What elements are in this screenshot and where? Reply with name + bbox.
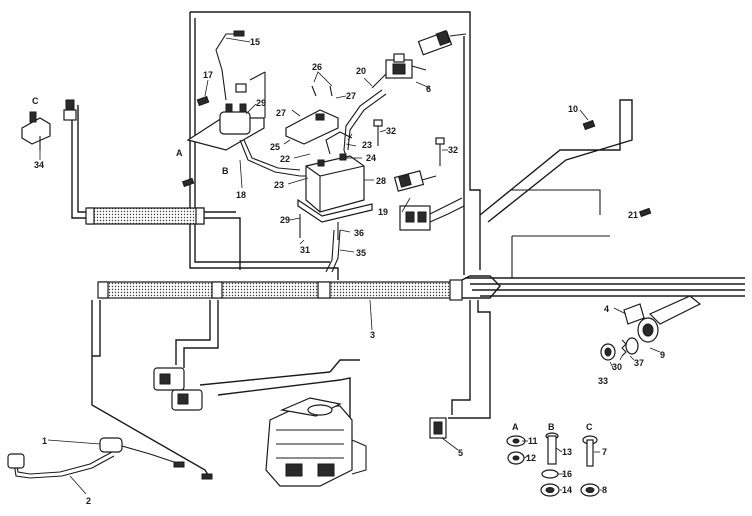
spring-30	[621, 339, 627, 357]
letter-b-solenoid: B	[222, 166, 229, 176]
letter-c-bracket: C	[32, 96, 39, 106]
switch-9	[637, 295, 702, 343]
loom-clamp	[449, 279, 463, 301]
hardware-a-washer	[506, 435, 526, 447]
harness-wires	[71, 11, 745, 479]
loom-clamp	[211, 281, 223, 299]
cable-18	[181, 139, 320, 188]
battery-tray-28	[297, 198, 373, 223]
connector-19	[393, 170, 437, 192]
callout-8: 8	[602, 485, 607, 495]
callout-33: 33	[598, 376, 608, 386]
hardware-b-bolt	[545, 432, 559, 465]
battery-hold-down-25	[285, 85, 339, 145]
callout-1: 1	[42, 436, 47, 446]
vent-tube-35	[325, 229, 341, 273]
letter-a-solenoid: A	[176, 148, 183, 158]
callout-15: 15	[250, 37, 260, 47]
callout-32a: 32	[386, 126, 396, 136]
cable-assembly-1	[7, 437, 213, 480]
callout-36: 36	[354, 228, 364, 238]
terminal-21	[638, 207, 652, 218]
spring-37	[625, 337, 639, 355]
loom-clamp	[317, 281, 331, 299]
callout-13: 13	[562, 447, 572, 457]
callout-11: 11	[528, 436, 538, 446]
connector-plug-6	[417, 30, 467, 56]
callout-31: 31	[300, 245, 310, 255]
callout-23b: 23	[274, 180, 284, 190]
callout-27a: 27	[276, 108, 286, 118]
harness-loom-main	[99, 281, 463, 299]
callout-16: 16	[562, 469, 572, 479]
connector-block-6	[371, 53, 427, 89]
callout-23a: 23	[362, 140, 372, 150]
callout-18: 18	[236, 190, 246, 200]
terminal-clip-17	[196, 95, 210, 107]
callout-21: 21	[628, 210, 638, 220]
callout-9: 9	[660, 350, 665, 360]
screws-32	[373, 119, 445, 166]
connector-5	[429, 417, 447, 439]
hardware-c-nut	[580, 483, 600, 497]
callout-14: 14	[562, 485, 572, 495]
hardware-b-washer	[541, 469, 559, 479]
callout-6: 6	[426, 84, 431, 94]
callout-29: 29	[256, 98, 266, 108]
callout-17: 17	[203, 70, 213, 80]
callout-3: 3	[370, 330, 375, 340]
connector-lower-left-a	[153, 367, 185, 391]
ground-wire-15	[215, 33, 240, 101]
terminal-10	[582, 119, 596, 131]
callout-20: 20	[356, 66, 366, 76]
callout-35: 35	[356, 248, 366, 258]
letter-a-hardware: A	[512, 422, 519, 432]
callout-32b: 32	[448, 145, 458, 155]
callout-10: 10	[568, 104, 578, 114]
callout-12: 12	[526, 453, 536, 463]
battery-24	[305, 153, 365, 213]
callout-29b: 29	[280, 215, 290, 225]
hardware-b-nut	[540, 483, 560, 497]
callout-26: 26	[312, 62, 322, 72]
loom-clamp	[97, 281, 109, 299]
callout-28: 28	[376, 176, 386, 186]
loom-clamp	[195, 207, 205, 225]
callout-24: 24	[366, 153, 376, 163]
harness-looms	[85, 207, 501, 301]
harness-loom-upper	[87, 207, 205, 225]
callout-37: 37	[634, 358, 644, 368]
callout-27b: 27	[346, 91, 356, 101]
engine	[265, 397, 367, 487]
loom-clamp	[85, 207, 95, 225]
battery-cable-41	[325, 131, 353, 155]
connector-lower-left-b	[171, 389, 203, 411]
callout-34: 34	[34, 160, 44, 170]
callout-25: 25	[270, 142, 280, 152]
callout-labels: 15 17 29 26 27 27 20 6 32 32 25 22 23 24…	[34, 37, 665, 506]
nut-33	[600, 343, 616, 361]
leader-lines	[39, 37, 661, 495]
solenoid-29	[186, 71, 266, 151]
battery-cable-20	[343, 89, 387, 157]
left-terminal	[63, 99, 77, 121]
callout-19: 19	[378, 207, 388, 217]
callout-22: 22	[280, 154, 290, 164]
callout-30: 30	[612, 362, 622, 372]
callout-5: 5	[458, 448, 463, 458]
callout-4: 4	[604, 304, 609, 314]
letter-labels: A B C A B C	[32, 96, 593, 432]
letter-b-hardware: B	[548, 422, 555, 432]
connector-socket	[399, 197, 465, 231]
callout-7: 7	[602, 447, 607, 457]
letter-c-hardware: C	[586, 422, 593, 432]
ground-terminal-15	[233, 30, 245, 37]
callout-2: 2	[86, 496, 91, 506]
bracket-4	[623, 303, 645, 325]
hardware-c-screw	[582, 435, 598, 467]
bracket-34	[21, 111, 51, 150]
hardware-a-nut	[507, 451, 525, 465]
